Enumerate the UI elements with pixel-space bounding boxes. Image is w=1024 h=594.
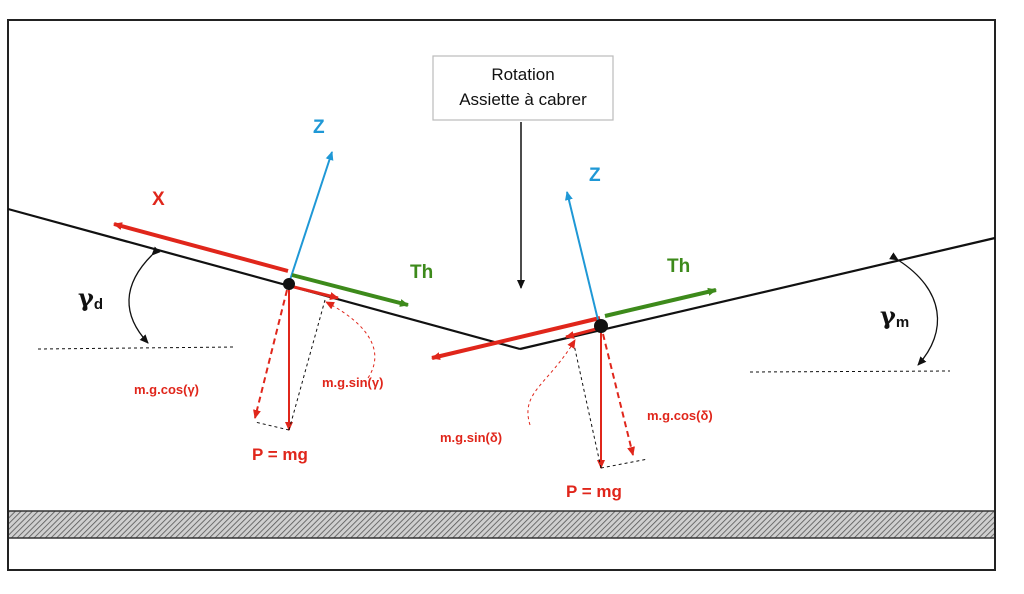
left-projection-line [288, 299, 326, 431]
left-body: X Z Th m.g.cos(γ) m.g.sin(γ) P = mg γd [78, 117, 433, 464]
right-angle-arc [889, 252, 939, 366]
right-cos-label: m.g.cos(δ) [647, 408, 713, 423]
left-horizontal-reference [37, 346, 236, 350]
rotation-box: Rotation Assiette à cabrer [432, 55, 614, 121]
right-thrust-arrow [604, 287, 717, 318]
left-angle-arc [128, 246, 161, 344]
right-body: Z Th m.g.sin(δ) m.g.cos(δ) P = mg γm [431, 165, 939, 501]
left-angle-symbol: γ [78, 283, 94, 312]
right-sin-label: m.g.sin(δ) [440, 430, 502, 445]
left-sin-leader [325, 301, 376, 379]
right-cos-arrow [602, 333, 635, 456]
left-cos-label: m.g.cos(γ) [134, 382, 199, 397]
left-z-axis-arrow [289, 151, 334, 281]
left-z-label: Z [313, 117, 325, 138]
right-sin-leader [527, 339, 576, 426]
left-thrust-label: Th [410, 262, 433, 283]
left-thrust-arrow [291, 273, 409, 307]
right-angle-symbol: γ [880, 301, 896, 330]
right-angle-subscript: m [896, 314, 909, 331]
left-sin-arrow [289, 284, 339, 300]
right-z-axis-arrow [564, 191, 599, 321]
descent-path-line [7, 207, 521, 351]
right-sin-arrow [565, 326, 601, 339]
right-projection-line [600, 458, 649, 469]
right-body-dot [594, 319, 608, 333]
ground-hatch [9, 511, 994, 538]
right-x-axis-arrow [431, 316, 601, 361]
rotation-line1: Rotation [491, 65, 554, 84]
left-sin-label: m.g.sin(γ) [322, 375, 383, 390]
right-angle-label: γm [880, 301, 909, 331]
right-projection-line [572, 339, 602, 469]
left-body-dot [283, 278, 295, 290]
left-weight-label: P = mg [252, 445, 308, 464]
left-x-label: X [152, 189, 165, 210]
right-thrust-label: Th [667, 256, 690, 277]
left-angle-label: γd [78, 283, 103, 313]
left-cos-arrow [253, 289, 288, 419]
rotation-line2: Assiette à cabrer [459, 90, 587, 109]
right-z-label: Z [589, 165, 601, 186]
left-angle-subscript: d [94, 296, 103, 313]
left-x-axis-arrow [113, 222, 289, 273]
right-weight-label: P = mg [566, 482, 622, 501]
